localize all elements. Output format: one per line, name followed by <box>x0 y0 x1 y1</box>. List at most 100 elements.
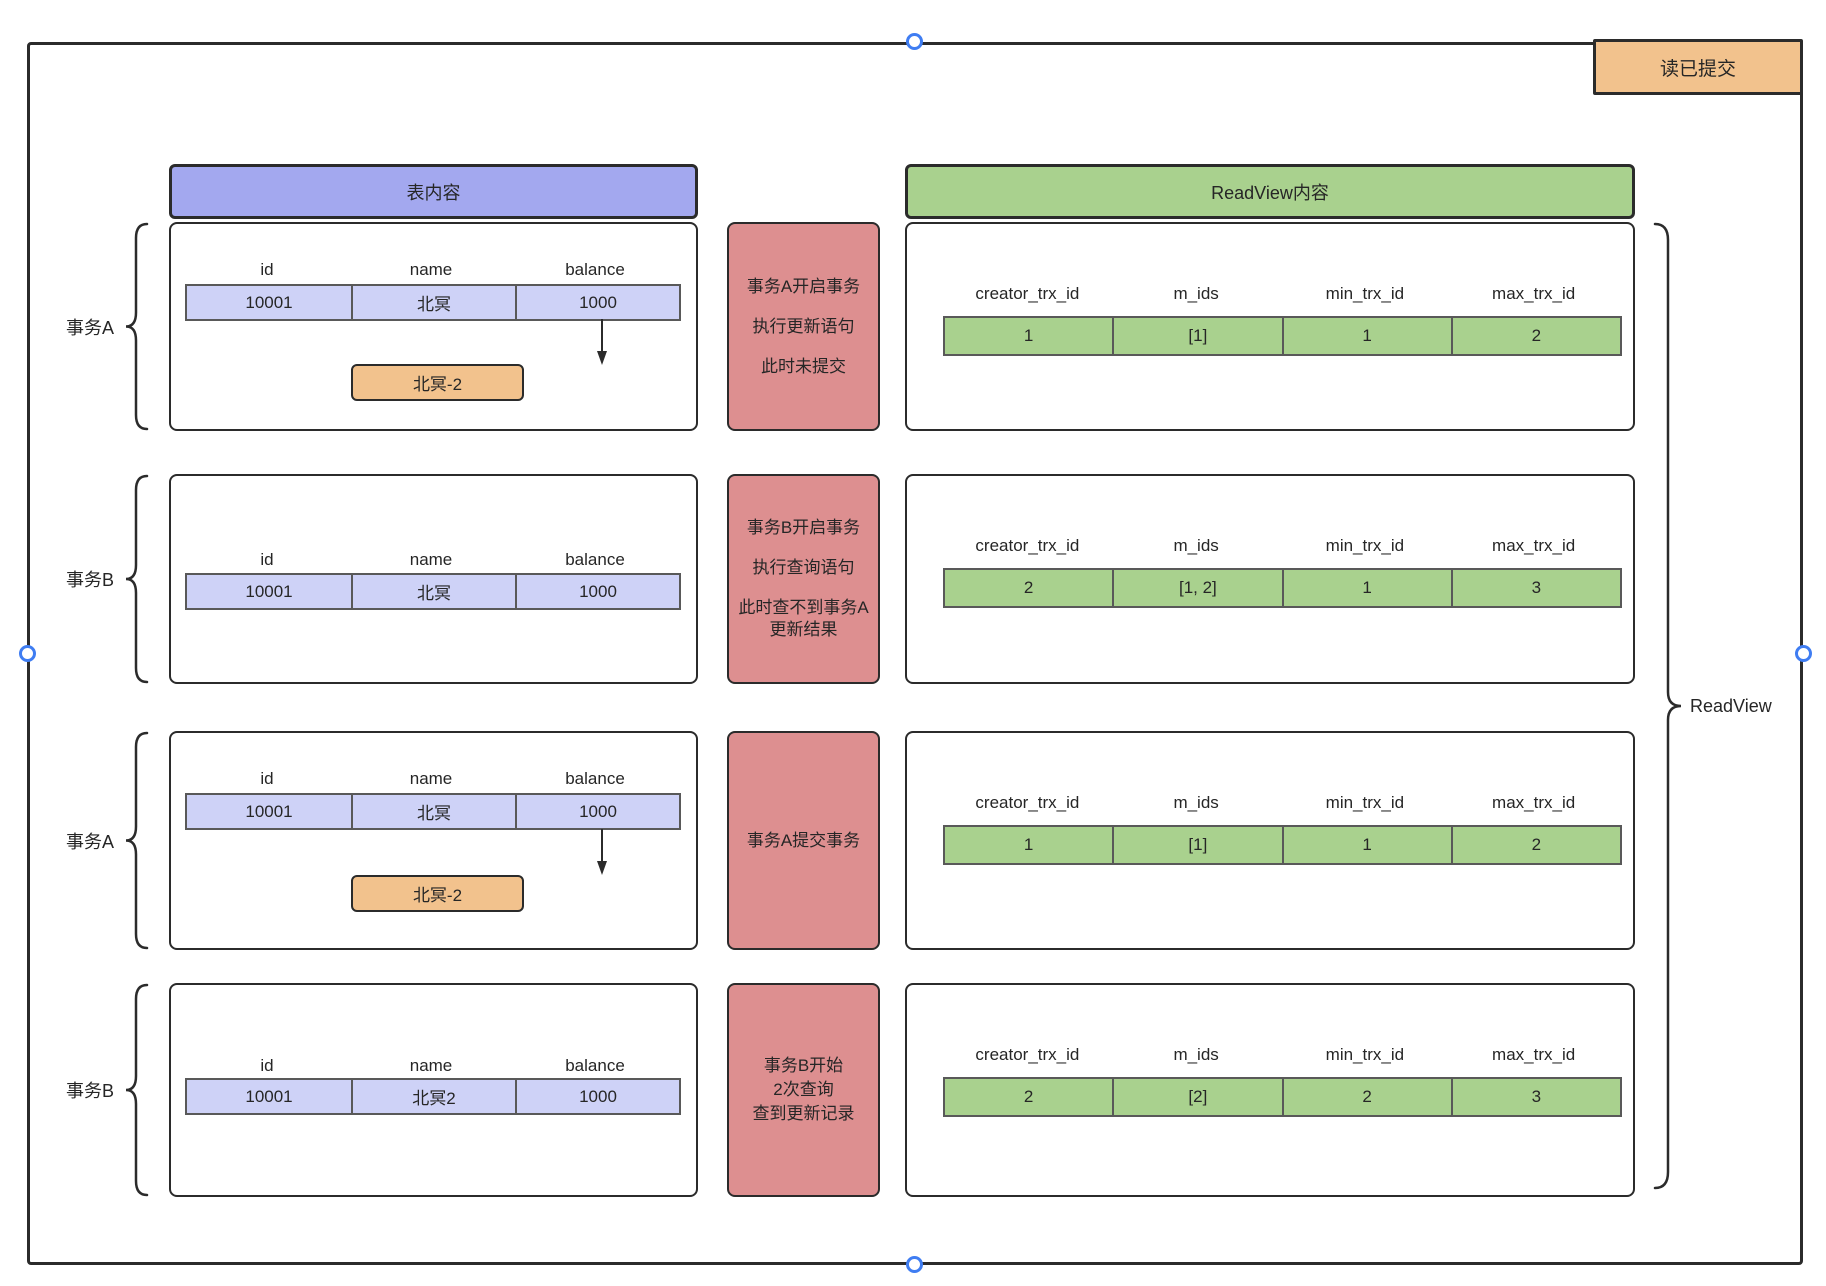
transaction-label: 事务B <box>65 570 114 590</box>
col-header-creator-trx-id: creator_trx_id <box>975 1045 1080 1064</box>
table-content-header-label: 表内容 <box>406 182 461 203</box>
cell-max-trx-id: 3 <box>1450 570 1620 606</box>
isolation-level-badge: 读已提交 <box>1593 39 1803 95</box>
readview-header-row: creator_trx_id m_ids min_trx_id max_trx_… <box>943 284 1618 304</box>
updated-value-box: 北冥-2 <box>351 364 524 401</box>
cell-name: 北冥 <box>351 286 515 319</box>
note-box: 事务B开启事务 执行查询语句 此时查不到事务A 更新结果 <box>727 474 880 684</box>
note-box: 事务A开启事务 执行更新语句 此时未提交 <box>727 222 880 431</box>
timeline-row-4: 事务B id name balance 10001 北冥2 1000 事务B开始… <box>0 983 1826 1197</box>
col-header-min-trx-id: min_trx_id <box>1325 793 1405 812</box>
readview-row: 1 [1] 1 2 <box>943 825 1622 865</box>
cell-balance: 1000 <box>515 575 679 608</box>
col-header-balance: balance <box>565 260 625 279</box>
table-row: 10001 北冥 1000 <box>185 284 681 321</box>
update-arrow-icon <box>597 829 607 875</box>
readview-content-header: ReadView内容 <box>905 164 1635 219</box>
cell-id: 10001 <box>245 801 293 821</box>
note-line: 此时未提交 <box>761 356 846 376</box>
col-header-m-ids: m_ids <box>1173 284 1219 303</box>
note-line: 查到更新记录 <box>752 1104 855 1123</box>
col-header-min-trx-id: min_trx_id <box>1325 1045 1405 1064</box>
note-line: 此时查不到事务A 更新结果 <box>738 598 869 639</box>
readview-header-row: creator_trx_id m_ids min_trx_id max_trx_… <box>943 1045 1618 1065</box>
table-content-box: id name balance 10001 北冥2 1000 <box>169 983 698 1197</box>
col-header-max-trx-id: max_trx_id <box>1492 1045 1576 1064</box>
col-header-m-ids: m_ids <box>1173 793 1219 812</box>
cell-name: 北冥 <box>351 575 515 608</box>
left-brace-icon <box>125 731 149 950</box>
cell-max-trx-id: 2 <box>1450 318 1620 354</box>
readview-header-row: creator_trx_id m_ids min_trx_id max_trx_… <box>943 793 1618 813</box>
col-header-id: id <box>260 769 274 788</box>
readview-brace <box>1653 222 1682 1190</box>
cell-min-trx-id: 1 <box>1281 318 1451 354</box>
note-line: 2次查询 <box>773 1080 834 1099</box>
note-line: 事务B开启事务 <box>746 518 861 537</box>
cell-m-ids: [2] <box>1112 1079 1281 1115</box>
timeline-row-2: 事务B id name balance 10001 北冥 1000 事务B开启事… <box>0 474 1826 684</box>
readview-row: 2 [2] 2 3 <box>943 1077 1622 1117</box>
cell-m-ids: [1, 2] <box>1112 570 1281 606</box>
selection-handle-right[interactable] <box>1795 645 1812 662</box>
cell-balance: 1000 <box>515 286 679 319</box>
table-header-row: id name balance <box>185 550 677 570</box>
note-line: 事务B开始 <box>763 1056 844 1075</box>
col-header-id: id <box>260 1056 274 1075</box>
col-header-id: id <box>260 260 274 279</box>
cell-max-trx-id: 2 <box>1450 827 1620 863</box>
timeline-row-1: 事务A id name balance 10001 北冥 1000 北冥-2 事… <box>0 222 1826 431</box>
selection-handle-left[interactable] <box>19 645 36 662</box>
left-brace-icon <box>125 983 149 1197</box>
col-header-max-trx-id: max_trx_id <box>1492 536 1576 555</box>
cell-m-ids: [1] <box>1112 827 1281 863</box>
table-content-box: id name balance 10001 北冥 1000 <box>169 474 698 684</box>
table-header-row: id name balance <box>185 769 677 789</box>
col-header-balance: balance <box>565 1056 625 1075</box>
table-row: 10001 北冥2 1000 <box>185 1078 681 1115</box>
update-arrow-icon <box>597 319 607 365</box>
col-header-m-ids: m_ids <box>1173 1045 1219 1064</box>
cell-m-ids: [1] <box>1112 318 1281 354</box>
left-brace-icon <box>125 222 149 431</box>
table-header-row: id name balance <box>185 1056 677 1076</box>
cell-creator-trx-id: 2 <box>1023 1087 1034 1106</box>
cell-balance: 1000 <box>515 1080 679 1113</box>
readview-box: creator_trx_id m_ids min_trx_id max_trx_… <box>905 222 1635 431</box>
note-box: 事务B开始 2次查询 查到更新记录 <box>727 983 880 1197</box>
cell-balance: 1000 <box>515 795 679 828</box>
col-header-name: name <box>409 1056 453 1075</box>
readview-box: creator_trx_id m_ids min_trx_id max_trx_… <box>905 474 1635 684</box>
table-row: 10001 北冥 1000 <box>185 573 681 610</box>
cell-creator-trx-id: 2 <box>1023 578 1034 597</box>
cell-min-trx-id: 1 <box>1281 570 1451 606</box>
updated-value-box: 北冥-2 <box>351 875 524 912</box>
readview-box: creator_trx_id m_ids min_trx_id max_trx_… <box>905 983 1635 1197</box>
note-box: 事务A提交事务 <box>727 731 880 950</box>
cell-name: 北冥2 <box>351 1080 515 1113</box>
col-header-min-trx-id: min_trx_id <box>1325 536 1405 555</box>
col-header-creator-trx-id: creator_trx_id <box>975 536 1080 555</box>
col-header-name: name <box>409 769 453 788</box>
table-content-box: id name balance 10001 北冥 1000 北冥-2 <box>169 222 698 431</box>
readview-header-row: creator_trx_id m_ids min_trx_id max_trx_… <box>943 536 1618 556</box>
selection-handle-top[interactable] <box>906 33 923 50</box>
note-line: 事务A提交事务 <box>746 830 861 850</box>
readview-row: 1 [1] 1 2 <box>943 316 1622 356</box>
cell-min-trx-id: 2 <box>1281 1079 1451 1115</box>
col-header-creator-trx-id: creator_trx_id <box>975 284 1080 303</box>
note-line: 事务A开启事务 <box>746 276 861 296</box>
cell-creator-trx-id: 1 <box>1023 835 1034 854</box>
col-header-id: id <box>260 550 274 569</box>
isolation-level-label: 读已提交 <box>1659 58 1736 80</box>
transaction-label: 事务A <box>65 317 114 338</box>
table-header-row: id name balance <box>185 260 677 280</box>
col-header-name: name <box>409 260 453 279</box>
left-brace-icon <box>125 474 149 684</box>
selection-handle-bottom[interactable] <box>906 1256 923 1273</box>
cell-min-trx-id: 1 <box>1281 827 1451 863</box>
transaction-label: 事务B <box>65 1081 114 1101</box>
table-content-box: id name balance 10001 北冥 1000 北冥-2 <box>169 731 698 950</box>
readview-row: 2 [1, 2] 1 3 <box>943 568 1622 608</box>
